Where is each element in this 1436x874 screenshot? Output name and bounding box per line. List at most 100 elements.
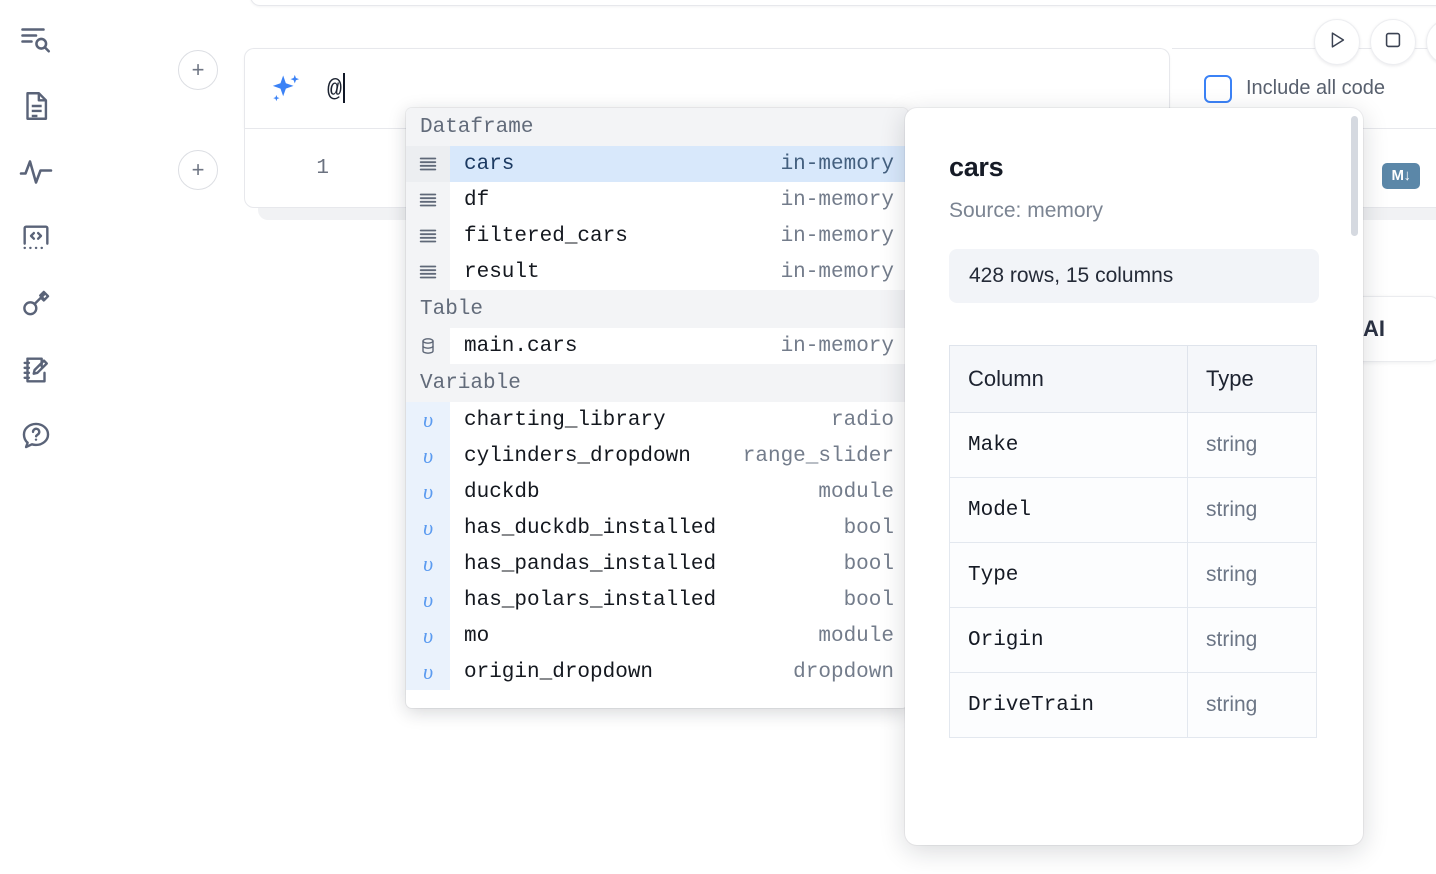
sparkle-icon [269,72,303,106]
sidebar-item-help[interactable] [14,414,58,458]
sidebar-item-scratchpad[interactable] [14,348,58,392]
table-header-row: Column Type [949,345,1317,413]
include-all-code-checkbox[interactable] [1204,74,1232,103]
markdown-icon[interactable]: M↓ [1382,162,1420,189]
autocomplete-group-header: Variable [406,364,908,402]
add-cell-button-top[interactable]: + [178,50,218,90]
autocomplete-item-name: has_pandas_installed [464,552,717,576]
variable-icon: υ [406,582,450,618]
variable-icon: υ [406,510,450,546]
dataframe-icon [406,182,450,218]
play-icon [1326,29,1348,56]
cell-above-stub [250,0,1436,6]
autocomplete-item-type: in-memory [780,334,894,358]
stop-button[interactable] [1370,19,1416,65]
sidebar-item-activity[interactable] [14,150,58,194]
autocomplete-item[interactable]: filtered_cars in-memory [406,218,908,254]
autocomplete-group-header: Dataframe [406,108,908,146]
autocomplete-item-name: cylinders_dropdown [464,444,691,468]
doc-source: Source: memory [949,199,1104,222]
include-all-code-label: Include all code [1246,77,1385,99]
document-icon [19,89,53,123]
dataframe-icon [406,218,450,254]
autocomplete-item-name: mo [464,624,490,648]
doc-title: cars [949,152,1004,182]
autocomplete-item[interactable]: main.cars in-memory [406,328,908,364]
cell-column-name: Origin [949,607,1188,673]
autocomplete-item-name: df [464,188,490,212]
autocomplete-item-type: in-memory [780,224,894,248]
autocomplete-item[interactable]: υ origin_dropdown dropdown [406,654,908,690]
dataframe-icon [406,146,450,182]
variable-icon: υ [406,654,450,690]
sidebar-item-snippets[interactable] [14,216,58,260]
dataframe-doc-popup: cars Source: memory 428 rows, 15 columns… [905,108,1363,845]
ai-prompt-input[interactable]: @ [327,73,346,104]
th-type: Type [1187,345,1317,413]
autocomplete-item-type: dropdown [793,660,894,684]
autocomplete-item-name: duckdb [464,480,540,504]
ai-prompt-value: @ [327,75,343,104]
autocomplete-item[interactable]: result in-memory [406,254,908,290]
doc-scrollbar[interactable] [1351,116,1358,236]
autocomplete-item-type: range_slider [742,444,894,468]
text-caret [343,73,346,103]
key-icon [19,287,53,321]
autocomplete-item[interactable]: df in-memory [406,182,908,218]
th-column: Column [949,345,1188,413]
autocomplete-group-header: Table [406,290,908,328]
line-number: 1 [316,156,329,180]
autocomplete-item-type: radio [830,408,894,432]
variable-icon: υ [406,402,450,438]
code-brackets-icon [19,221,53,255]
autocomplete-item-type: bool [843,588,894,612]
autocomplete-item-type: bool [843,552,894,576]
variable-icon: υ [406,438,450,474]
autocomplete-item-type: in-memory [780,188,894,212]
cell-column-type: string [1187,542,1317,608]
variable-icon: υ [406,618,450,654]
add-cell-button-bottom[interactable]: + [178,150,218,190]
cell-column-name: Make [949,412,1188,478]
sidebar-item-outline[interactable] [14,18,58,62]
run-button[interactable] [1314,19,1360,65]
cell-column-name: Type [949,542,1188,608]
sidebar-item-notebook[interactable] [14,84,58,128]
notebook-edit-icon [19,353,53,387]
autocomplete-item-type: bool [843,516,894,540]
autocomplete-item-name: main.cars [464,334,578,358]
autocomplete-item[interactable]: υ cylinders_dropdown range_slider [406,438,908,474]
left-sidebar [0,0,72,874]
cell-column-type: string [1187,607,1317,673]
help-chat-icon [19,419,53,453]
autocomplete-item-name: origin_dropdown [464,660,654,684]
autocomplete-item-type: module [818,480,894,504]
autocomplete-item-type: in-memory [780,260,894,284]
cell-column-name: Model [949,477,1188,543]
dataframe-icon [406,254,450,290]
sidebar-item-secrets[interactable] [14,282,58,326]
autocomplete-item-name: cars [464,152,515,176]
autocomplete-item-name: filtered_cars [464,224,628,248]
autocomplete-item-name: result [464,260,540,284]
cell-column-name: DriveTrain [949,672,1188,738]
square-stop-icon [1382,29,1404,56]
autocomplete-item-name: charting_library [464,408,666,432]
outline-search-icon [18,22,54,58]
ai-chip-label: AI [1363,316,1385,341]
autocomplete-item[interactable]: υ charting_library radio [406,402,908,438]
doc-stats-badge: 428 rows, 15 columns [949,249,1319,303]
